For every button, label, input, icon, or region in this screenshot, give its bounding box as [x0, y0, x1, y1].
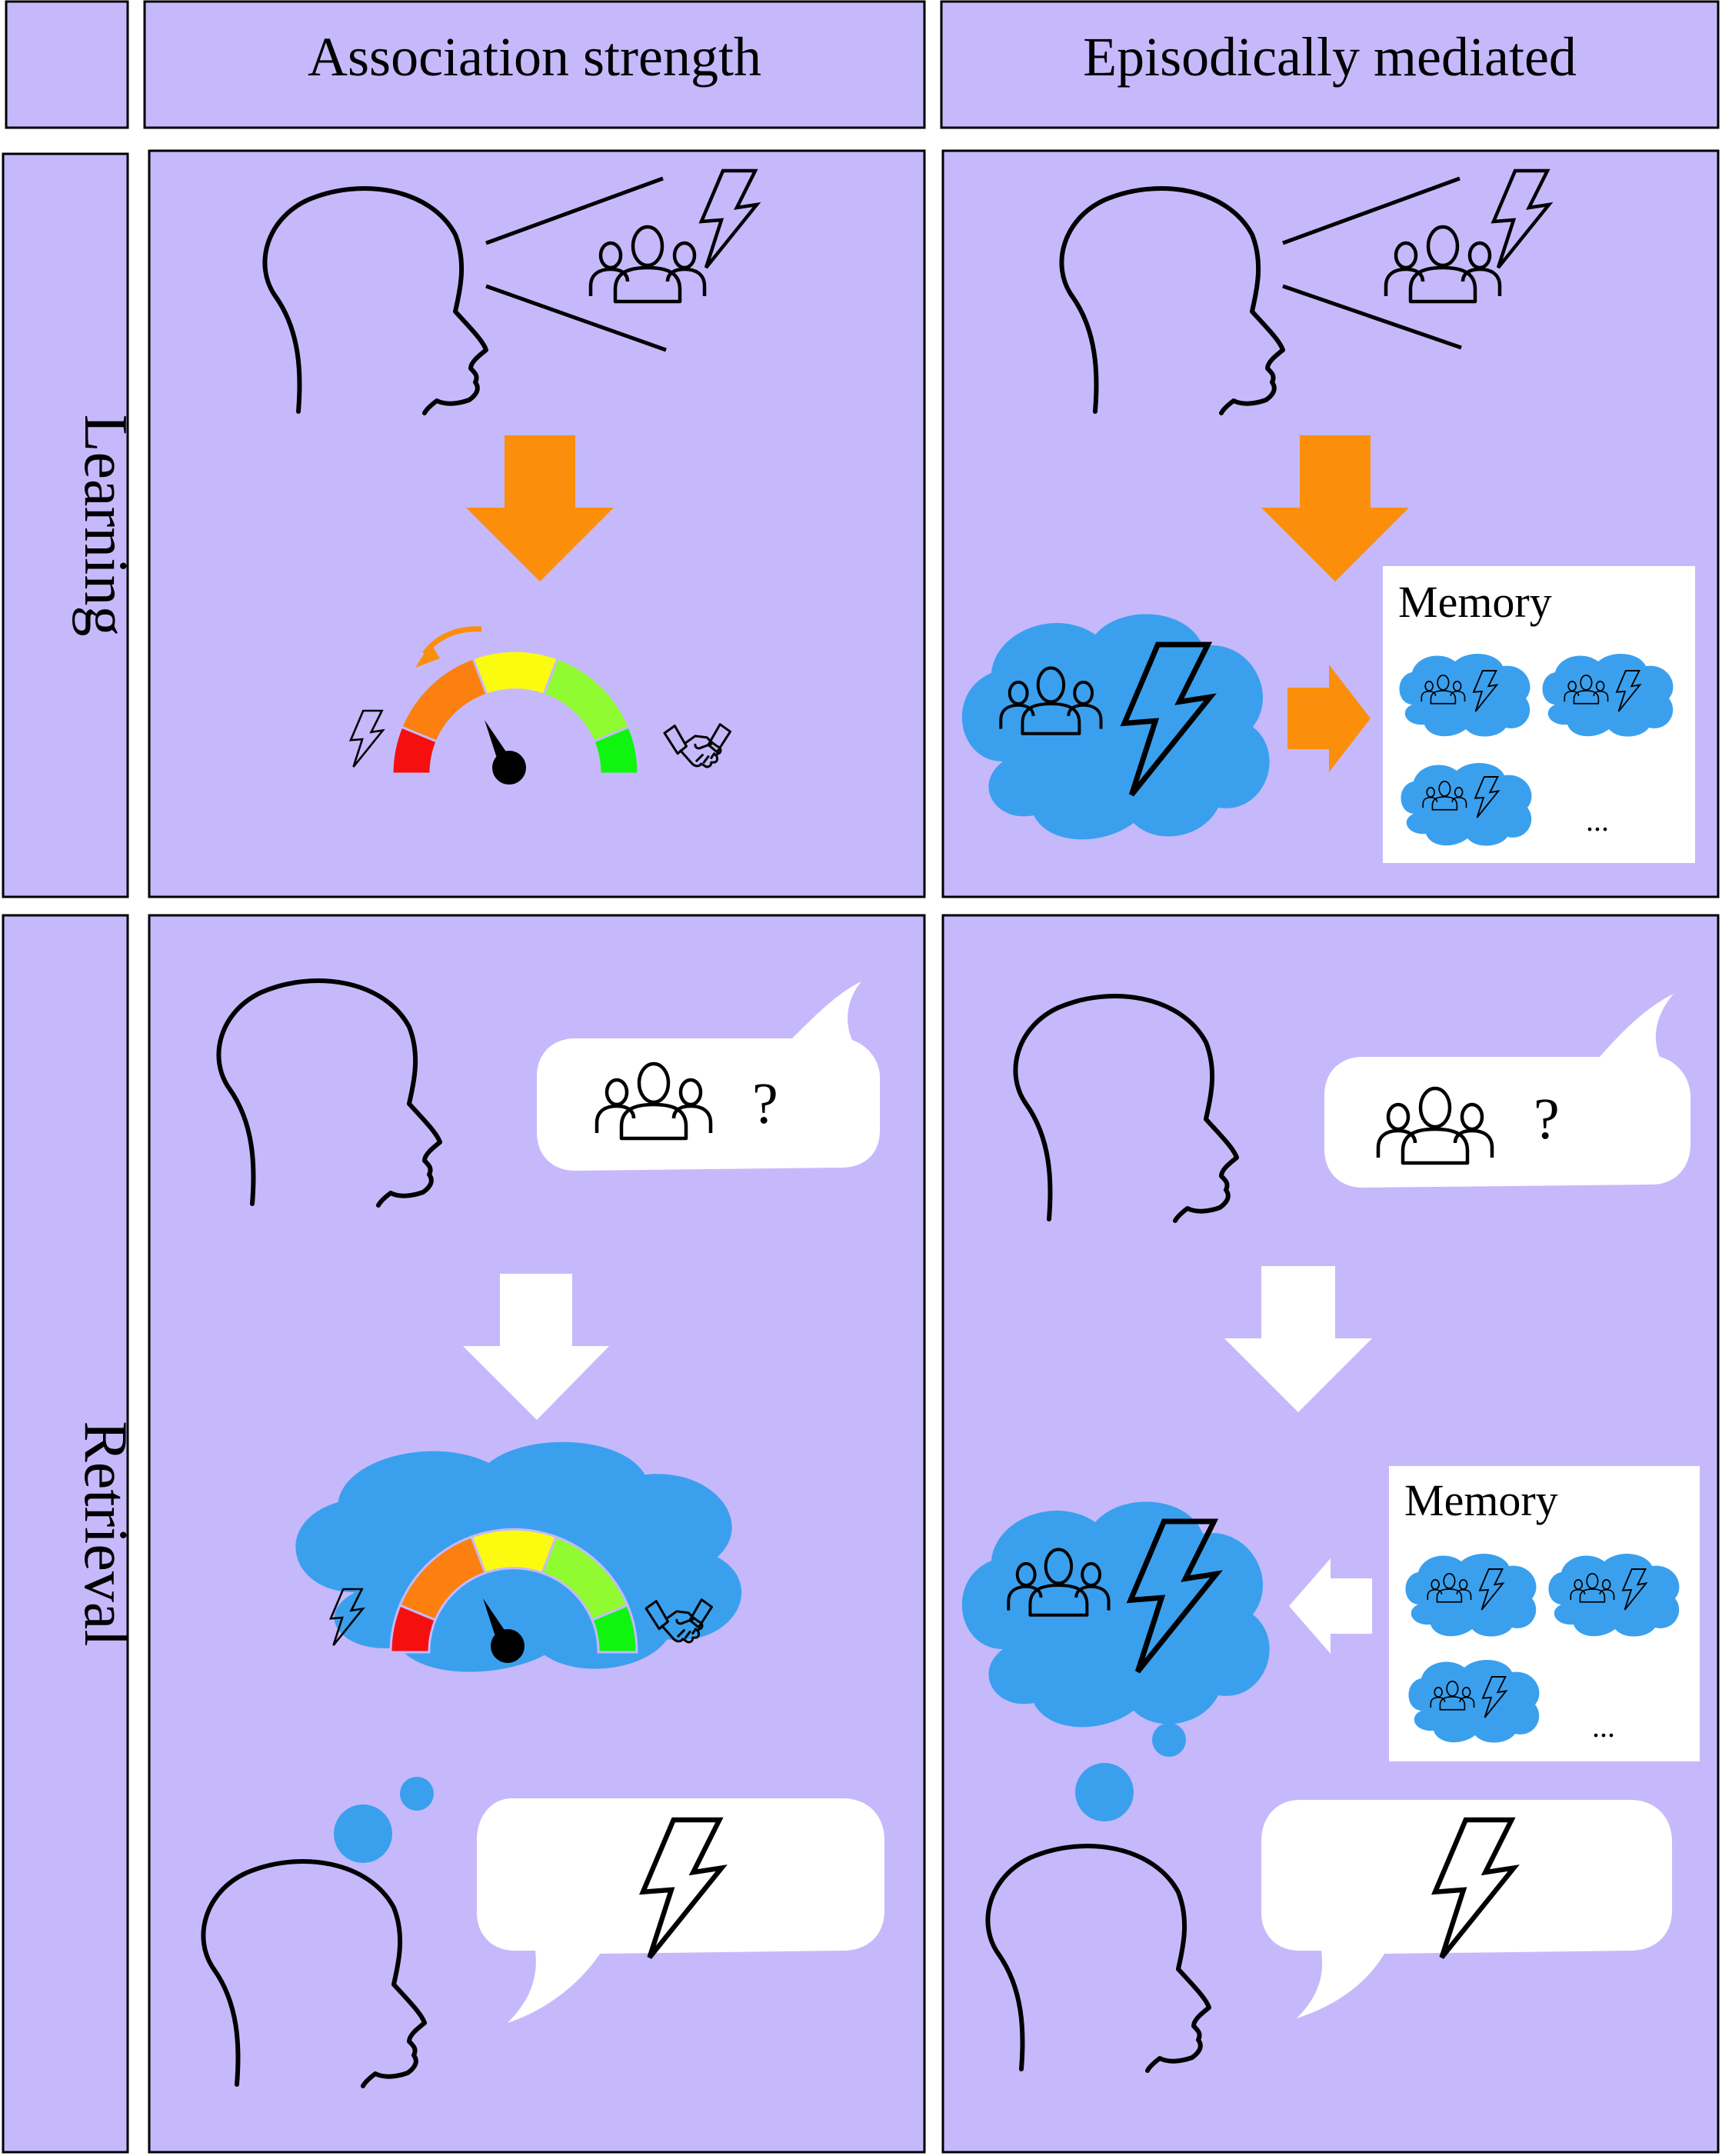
question-mark: ?: [1534, 1087, 1560, 1151]
orange-down-arrow: [1261, 435, 1409, 581]
memory-ellipsis: ...: [1592, 1709, 1615, 1744]
column-title-association: Association strength: [308, 26, 761, 88]
thought-cloud-icon: [961, 1501, 1270, 1728]
row-label-retrieval: Retrieval: [72, 1421, 139, 1646]
thought-bubble-dot: [334, 1804, 392, 1863]
memory-label: Memory: [1398, 577, 1552, 627]
panel-learning-episodic: Memory ...: [941, 149, 1720, 898]
gaze-line-upper: [1282, 176, 1461, 245]
white-down-arrow: [463, 1274, 609, 1420]
orange-down-arrow: [466, 435, 614, 581]
gaze-line-upper: [485, 176, 664, 245]
header-cell-episodic: [940, 0, 1720, 129]
panel-retrieval-association: ?: [148, 914, 926, 2154]
thought-bubble-dot: [1075, 1763, 1134, 1821]
panel-retrieval-episodic: ? Memory ...: [941, 914, 1720, 2154]
white-down-arrow: [1224, 1266, 1372, 1412]
speech-bubble-icon: [477, 1798, 884, 2023]
speech-bubble-icon: [1261, 1800, 1672, 2018]
thought-bubble-dot: [400, 1777, 434, 1811]
thought-cloud-icon: [961, 614, 1270, 840]
panel-learning-association: [148, 149, 926, 898]
orange-right-arrow: [1287, 665, 1371, 772]
corner-cell: [5, 0, 129, 129]
row-label-learning: Learning: [72, 415, 139, 637]
gaze-line-lower: [1282, 284, 1462, 350]
row-label-cell-learning: [2, 152, 129, 898]
white-left-arrow: [1289, 1558, 1372, 1654]
memory-label: Memory: [1404, 1475, 1558, 1525]
memory-ellipsis: ...: [1586, 803, 1609, 838]
thought-bubble-dot: [1152, 1723, 1186, 1757]
header-cell-association: [143, 0, 926, 129]
column-title-episodic: Episodically mediated: [1083, 26, 1577, 88]
gauge-rotation-arrowhead: [415, 643, 440, 668]
gaze-line-lower: [485, 284, 667, 352]
row-label-cell-retrieval: [2, 914, 129, 2154]
question-mark: ?: [752, 1071, 778, 1136]
